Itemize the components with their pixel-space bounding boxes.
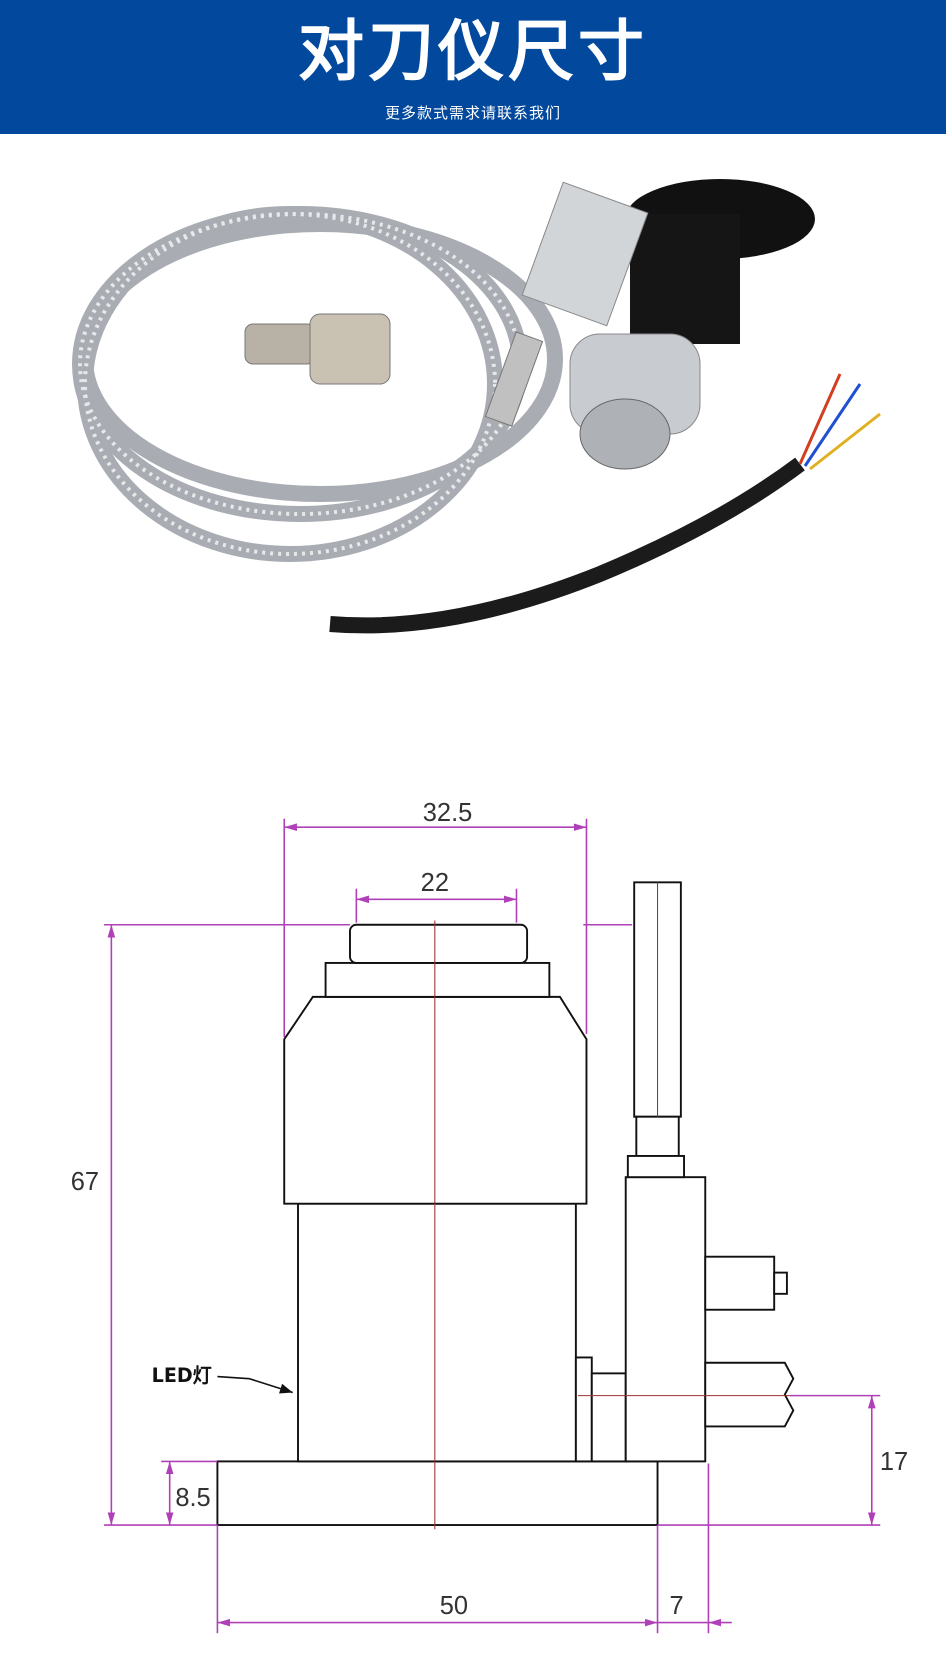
dimension-drawing: 32.5 22 67 8.5 17 50 7 LED灯 [0, 774, 946, 1662]
product-photo [0, 134, 946, 774]
page-title: 对刀仪尺寸 [298, 13, 648, 90]
probe-outline [216, 881, 795, 1530]
dim-total-height: 67 [71, 1168, 99, 1196]
wire-leads [798, 373, 881, 471]
dim-base-width: 50 [440, 1592, 468, 1620]
dim-base-height: 8.5 [175, 1484, 210, 1512]
dim-offset: 7 [670, 1592, 684, 1620]
page-header: 对刀仪尺寸 更多款式需求请联系我们 [0, 0, 946, 134]
dim-cable-height: 17 [880, 1448, 908, 1476]
black-cable [329, 457, 805, 634]
led-label: LED灯 [152, 1365, 212, 1387]
tool-setter-probe [484, 179, 815, 470]
dimension-lines [103, 818, 881, 1634]
dim-cap-width: 22 [421, 869, 449, 897]
led-arrow [217, 1375, 293, 1394]
page-subtitle: 更多款式需求请联系我们 [384, 104, 561, 122]
aviation-connector [244, 313, 391, 385]
dim-top-width: 32.5 [423, 799, 473, 827]
